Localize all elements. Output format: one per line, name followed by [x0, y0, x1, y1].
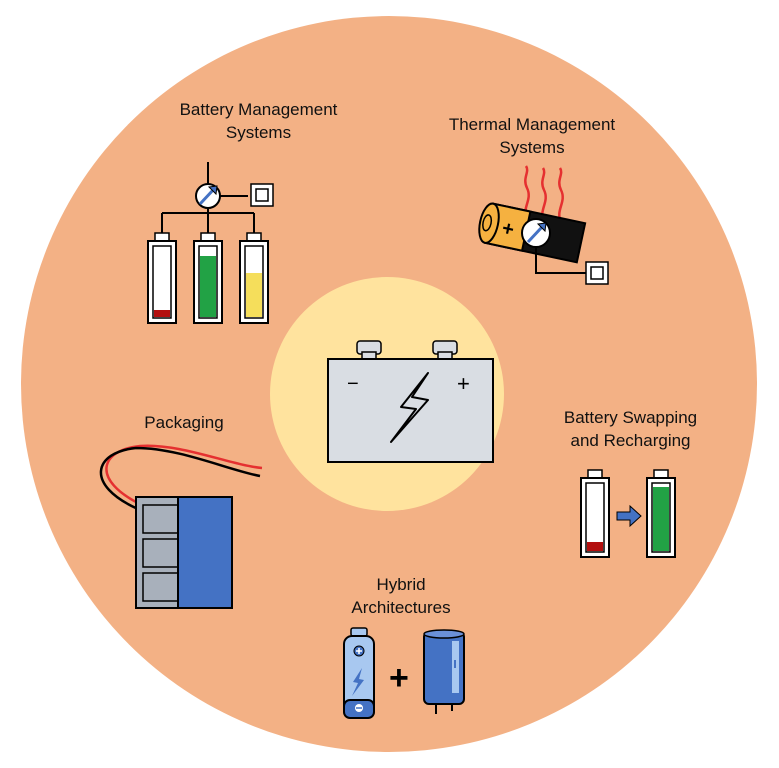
hybrid-plus-sign: +	[389, 659, 409, 697]
label-battery-swapping: Battery Swapping and Recharging	[553, 406, 708, 452]
swap-empty-level	[587, 542, 603, 551]
label-hybrid-architectures: Hybrid Architectures	[346, 573, 456, 619]
battery-minus-sign: −	[347, 373, 359, 395]
cell-plus-sign: +	[500, 217, 516, 241]
label-line: Hybrid	[376, 575, 426, 594]
battery-management-icon	[147, 162, 274, 324]
black-wire	[99, 446, 261, 511]
red-wire	[105, 444, 263, 507]
label-line: Architectures	[351, 598, 451, 617]
thermal-management-icon: +	[478, 165, 609, 285]
battery-plus-sign: +	[457, 371, 470, 396]
label-line: and Recharging	[570, 431, 691, 450]
label-battery-management: Battery Management Systems	[156, 98, 361, 144]
bms-red-level	[154, 310, 170, 317]
lightning-bolt-icon	[390, 372, 429, 443]
car-battery-lightning-icon: − +	[327, 340, 494, 463]
bms-green-level	[200, 256, 216, 317]
label-line: Packaging	[144, 413, 224, 432]
label-line: Thermal Management	[448, 115, 616, 134]
label-line: Systems	[499, 138, 565, 157]
label-thermal-management: Thermal Management Systems	[432, 113, 632, 159]
label-line: Battery Management	[179, 100, 338, 119]
battery-capacitor-icon: +	[343, 627, 465, 719]
bms-yellow-level	[246, 273, 262, 317]
battery-pack-icon	[99, 444, 263, 609]
swap-full-level	[653, 487, 669, 551]
arrow-right-icon	[616, 504, 642, 528]
battery-swap-icon	[580, 469, 676, 558]
label-line: Systems	[225, 123, 292, 142]
label-line: Battery Swapping	[563, 408, 698, 427]
label-packaging: Packaging	[134, 411, 234, 434]
